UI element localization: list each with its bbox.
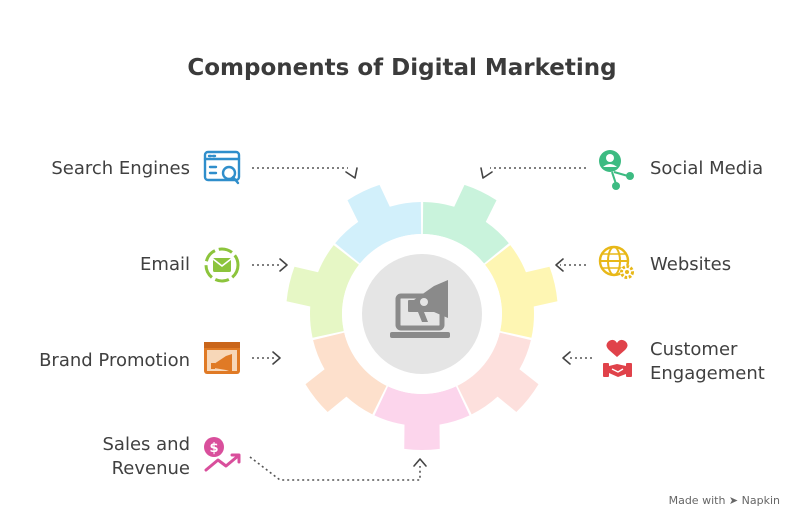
label-websites: Websites xyxy=(650,254,732,275)
credit-brand: Napkin xyxy=(741,494,780,507)
megaphone-icon xyxy=(204,342,240,374)
label-sales-line2: Revenue xyxy=(111,458,190,479)
svg-text:$: $ xyxy=(209,441,218,456)
label-social-media: Social Media xyxy=(650,158,764,179)
gear-segment-sales xyxy=(374,386,470,450)
dollar-growth-icon: $ xyxy=(204,437,241,472)
gear-segment-social xyxy=(422,184,509,264)
marketing-icon xyxy=(390,280,450,338)
arrowhead-email xyxy=(279,258,288,272)
search-icon xyxy=(203,150,241,185)
label-sales-revenue: Sales and Revenue xyxy=(103,433,191,481)
gear-segment-websites xyxy=(485,245,558,338)
arrowheads xyxy=(272,167,571,467)
label-search-engines: Search Engines xyxy=(51,158,190,179)
arrowhead-customer xyxy=(562,351,571,365)
connectors xyxy=(249,167,592,481)
credit-badge[interactable]: Made with ➤ Napkin xyxy=(669,494,780,507)
label-brand-promotion: Brand Promotion xyxy=(39,350,190,371)
label-sales-line1: Sales and xyxy=(102,434,191,455)
label-customer-line1: Customer xyxy=(650,339,738,360)
globe-gear-icon xyxy=(598,245,634,279)
napkin-logo-icon: ➤ xyxy=(728,494,739,507)
gear xyxy=(286,184,558,450)
arrowhead-search xyxy=(345,167,358,179)
arrowhead-websites xyxy=(555,258,564,272)
gear-segment-email xyxy=(286,245,359,338)
diagram-title: Components of Digital Marketing xyxy=(187,55,617,81)
arrowhead-social xyxy=(480,167,493,179)
gear-segment-search xyxy=(335,184,422,264)
email-icon xyxy=(204,247,240,283)
gear-segment-brand xyxy=(305,332,387,415)
gear-segment-customer xyxy=(457,332,539,415)
credit-text: Made with xyxy=(668,494,726,507)
label-customer-line2: Engagement xyxy=(650,363,765,384)
label-customer-engagement: Customer Engagement xyxy=(650,338,765,386)
social-network-icon xyxy=(599,150,634,190)
heart-handshake-icon xyxy=(603,339,632,377)
connector-sales xyxy=(249,456,421,481)
arrowhead-brand xyxy=(272,351,281,365)
label-email: Email xyxy=(140,254,190,275)
arrowhead-sales xyxy=(413,458,427,467)
